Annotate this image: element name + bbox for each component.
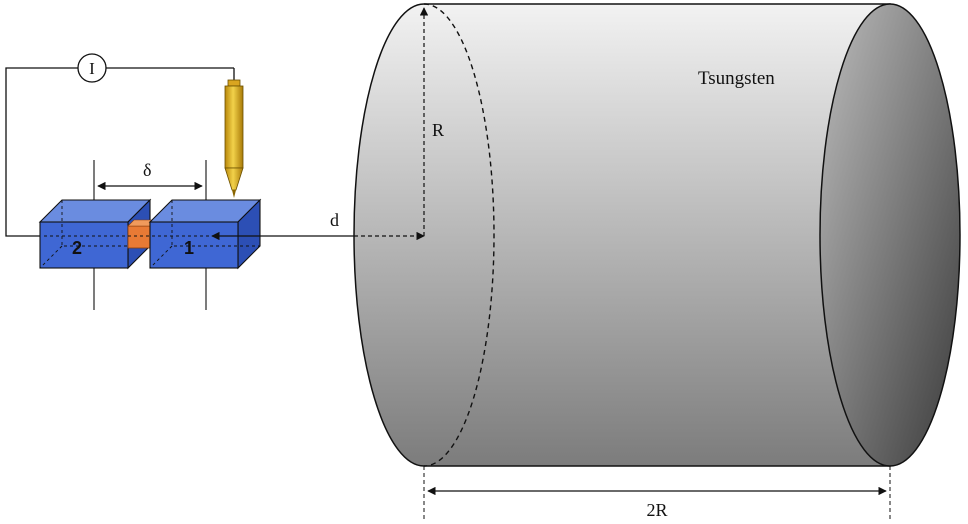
cylinder-left-hidden-edge — [423, 3, 495, 467]
cylinder-body — [353, 3, 891, 467]
length-label: 2R — [646, 500, 667, 520]
circuit-wire — [5, 67, 78, 237]
tungsten-cylinder — [353, 3, 961, 467]
cylinder-right-face — [819, 3, 961, 467]
circuit — [5, 53, 235, 237]
block-2-label: 2 — [72, 238, 82, 258]
current-meter — [77, 53, 107, 83]
probe-tip — [224, 79, 244, 198]
length-dimension — [423, 466, 891, 520]
current-label: I — [89, 59, 95, 78]
gap-label: δ — [143, 160, 151, 180]
block-1 — [148, 198, 262, 270]
material-label: Tsungsten — [698, 68, 775, 89]
distance-label: d — [330, 210, 339, 230]
block-1-label: 1 — [184, 238, 194, 258]
radius-label: R — [432, 120, 444, 140]
